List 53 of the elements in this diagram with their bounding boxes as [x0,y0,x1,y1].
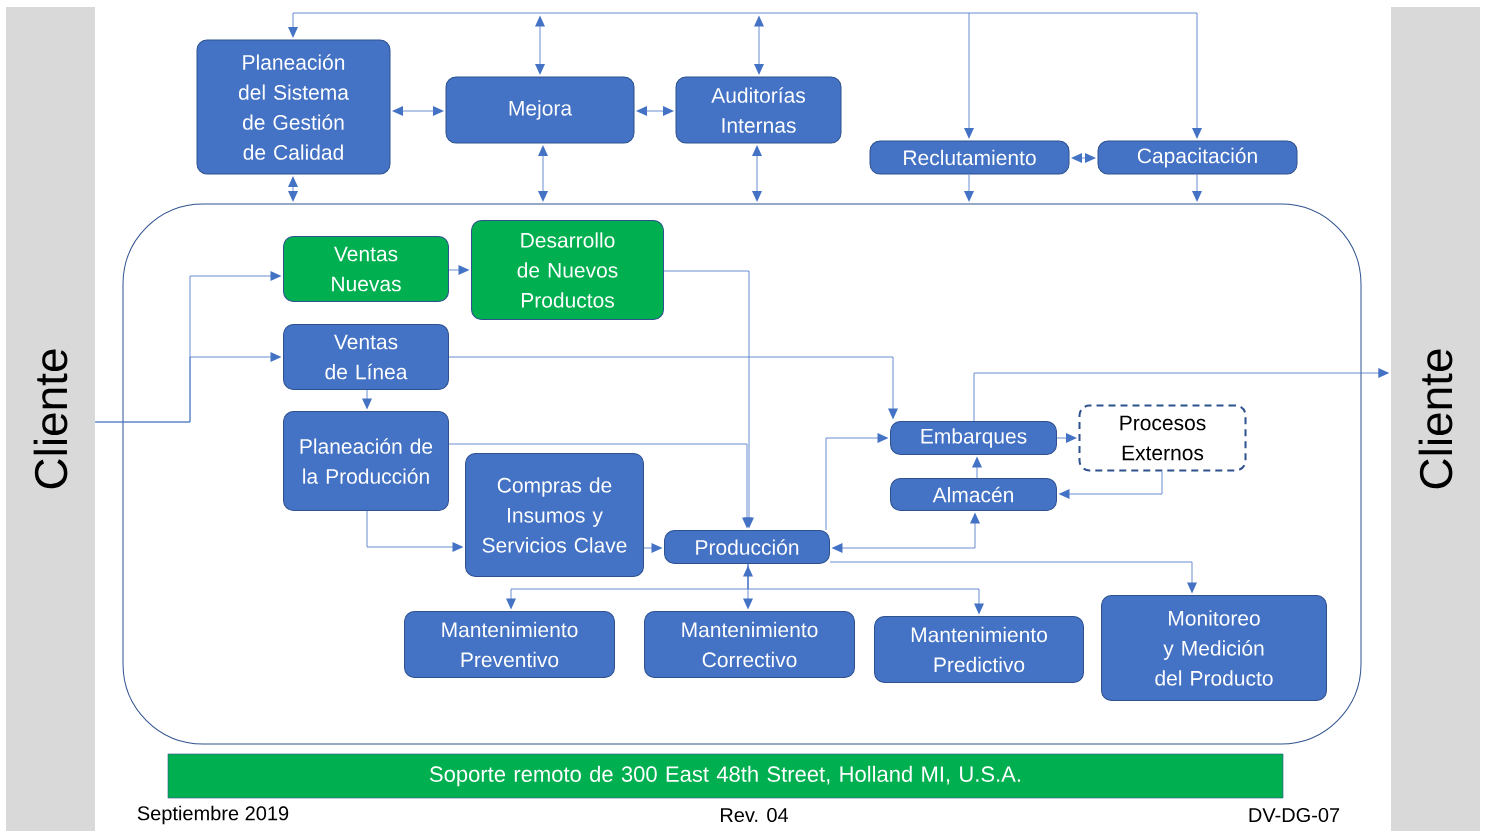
arrow [362,389,372,410]
arrow [643,543,663,553]
arrow [1192,12,1202,139]
dashed-box: Procesos Externos [1078,404,1247,472]
side-band: Cliente [6,7,95,831]
process-box: Almacén [890,478,1057,511]
process-box: Embarques [890,421,1057,455]
arrow [636,106,674,116]
arrow [1056,433,1077,443]
arrow [535,15,545,75]
process-box: Desarrollo de Nuevos Productos [471,220,664,320]
arrow [964,12,974,139]
footer-text: Septiembre 2019 [137,805,289,825]
arrow [1192,174,1202,202]
process-box: Reclutamiento [869,140,1070,175]
arrow [94,352,282,423]
arrow [448,443,752,529]
arrow [752,145,762,202]
arrow [1058,471,1163,499]
arrow [747,563,984,615]
arrow [448,356,898,420]
process-box: Monitoreo y Medición del Producto [1101,595,1327,701]
process-box: Mejora [445,76,635,144]
footer-banner: Soporte remoto de 300 East 48th Street, Holland MI, U.S.A. [167,753,1284,799]
process-box: Compras de Insumos y Servicios Clave [465,453,644,577]
arrow [538,145,548,202]
arrow [663,270,754,529]
arrow [754,15,764,75]
process-box: Planeación de la Producción [283,411,449,511]
process-frame [122,203,1362,745]
arrow [829,561,1197,594]
arrow [366,510,464,552]
arrow [1071,153,1096,163]
arrow [831,512,980,553]
process-box: Mantenimiento Predictivo [874,616,1084,683]
process-box: Mantenimiento Preventivo [404,611,615,678]
arrow [972,456,982,479]
process-box: Capacitación [1097,140,1298,175]
process-box: Mantenimiento Correctivo [644,611,855,678]
process-box: Ventas de Línea [283,324,449,390]
arrow [448,265,470,275]
process-box: Auditorías Internas [675,76,842,144]
arrow [973,368,1390,422]
arrow [392,106,444,116]
arrow [825,433,889,531]
footer-text: DV-DG-07 [1249,807,1340,823]
arrow [288,12,298,38]
process-box: Planeación del Sistema de Gestión de Calidad [196,39,391,175]
arrow [964,174,974,202]
process-box: Producción [664,530,830,564]
side-band: Cliente [1391,7,1480,831]
arrow [288,176,298,202]
process-box: Ventas Nuevas [283,236,449,302]
